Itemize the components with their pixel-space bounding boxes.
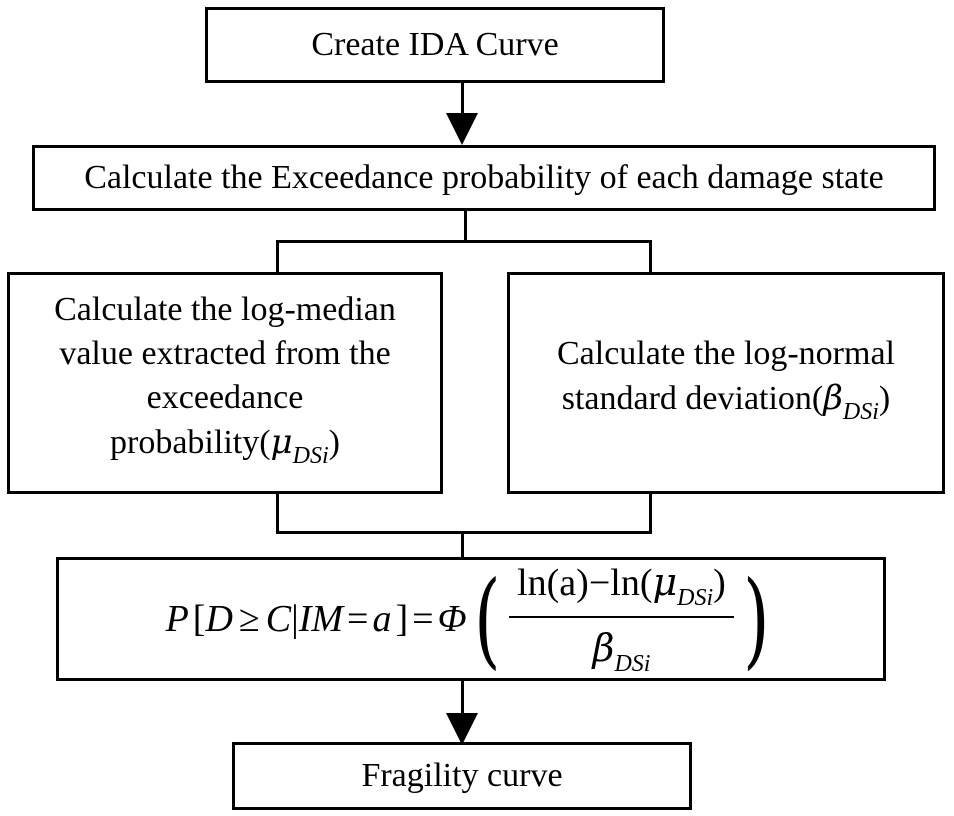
log-median-box: Calculate the log-median value extracted…	[7, 272, 443, 494]
exceedance-probability-label: Calculate the Exceedance probability of …	[84, 159, 884, 196]
formula-close-paren: )	[742, 558, 770, 680]
formula-open-paren: (	[473, 558, 500, 680]
formula-fraction: ln(a)−ln(μDSi) βDSi	[509, 560, 734, 678]
fragility-curve-box: Fragility curve	[232, 742, 692, 810]
fragility-formula-box: P [ D ≥ C | IM = a ] = Φ ( ln(a)−ln(μDSi…	[56, 557, 886, 681]
split-connector-right	[649, 240, 652, 272]
fragility-formula: P [ D ≥ C | IM = a ] = Φ ( ln(a)−ln(μDSi…	[165, 558, 770, 680]
arrow-1-head	[446, 113, 478, 145]
split-connector-stem	[464, 211, 467, 242]
merge-connector-stem	[461, 531, 464, 559]
create-ida-curve-label: Create IDA Curve	[311, 26, 559, 63]
log-normal-box: Calculate the log-normal standard deviat…	[507, 272, 945, 494]
merge-connector-left	[276, 494, 279, 534]
create-ida-curve-box: Create IDA Curve	[205, 7, 665, 83]
mu-symbol: μ	[270, 422, 293, 462]
split-connector-left	[276, 240, 279, 272]
beta-symbol: β	[823, 378, 843, 418]
mu-subscript: DSi	[292, 443, 329, 469]
phi-symbol: Φ	[437, 598, 467, 640]
log-median-line-4: probability(μDSi)	[110, 422, 340, 469]
arrow-2-shaft	[461, 681, 464, 717]
log-normal-line-1: Calculate the log-normal	[557, 335, 895, 372]
log-median-line-1: Calculate the log-median	[54, 291, 396, 328]
formula-denominator: βDSi	[592, 626, 651, 677]
merge-connector-right	[649, 494, 652, 534]
log-median-line-3: exceedance	[146, 379, 304, 416]
fragility-curve-label: Fragility curve	[361, 757, 563, 794]
split-connector-bar	[276, 240, 652, 243]
exceedance-probability-box: Calculate the Exceedance probability of …	[32, 145, 936, 211]
formula-numerator: ln(a)−ln(μDSi)	[517, 560, 726, 611]
log-normal-line-2: standard deviation(βDSi)	[561, 378, 891, 425]
arrow-1-shaft	[461, 83, 464, 117]
merge-connector-bar	[276, 531, 652, 534]
formula-fraction-bar	[509, 616, 734, 618]
log-median-line-2: value extracted from the	[59, 335, 391, 372]
arrow-2-head	[446, 713, 478, 745]
beta-subscript: DSi	[842, 399, 879, 425]
